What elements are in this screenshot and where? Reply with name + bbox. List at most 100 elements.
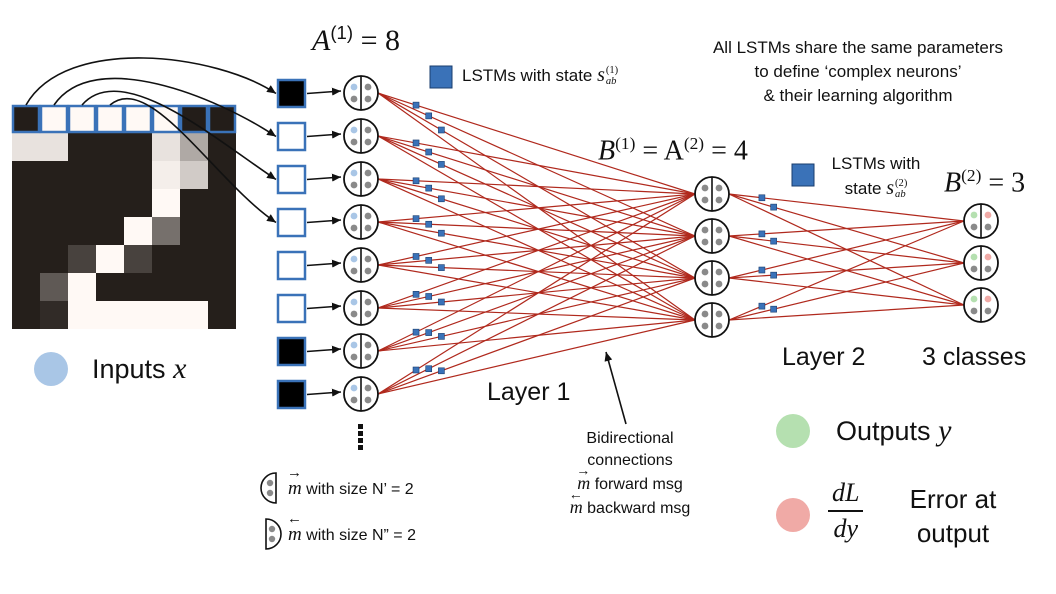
lstm-square-l1: [412, 253, 420, 260]
input-cell: [276, 293, 307, 324]
half-neuron-dot: [266, 489, 274, 497]
neuron-state-dot: [984, 223, 992, 231]
neuron-state-dot: [350, 341, 358, 349]
neuron-state-dot: [715, 196, 723, 204]
inputs-legend-dot: [34, 352, 68, 386]
image-pixel: [12, 161, 40, 189]
lstm-square-l2: [758, 266, 766, 274]
image-pixel: [124, 189, 152, 217]
image-pixel: [68, 133, 96, 161]
inputs-legend-label: Inputs x: [92, 352, 187, 385]
image-pixel: [12, 217, 40, 245]
image-pixel: [96, 105, 124, 133]
edge-l1-l2: [377, 319, 696, 395]
image-pixel: [208, 105, 236, 133]
neuron-state-dot: [350, 224, 358, 232]
image-pixel: [152, 161, 180, 189]
neuron-state-dot: [350, 126, 358, 134]
output-neuron: [963, 245, 999, 281]
highlight-pixel-box: [95, 104, 125, 134]
image-pixel: [40, 105, 68, 133]
layer1-label: Layer 1: [487, 378, 571, 406]
neuron-state-dot: [715, 184, 723, 192]
lstm-square-l1: [425, 184, 433, 192]
neuron-state-dot: [701, 310, 709, 318]
neuron-state-dot: [701, 280, 709, 288]
neuron-state-dot: [350, 181, 358, 189]
network-edges: [377, 92, 965, 395]
input-cell: [276, 250, 307, 281]
neuron-state-dot: [701, 238, 709, 246]
edge-l1-l2: [377, 193, 696, 352]
image-pixel: [124, 161, 152, 189]
pixel-to-input-arrows: [25, 57, 277, 224]
shared-params-note: All LSTMs share the same parameters to d…: [712, 38, 1004, 105]
neuron-state-dot: [350, 298, 358, 306]
outputs-legend-dot: [776, 414, 810, 448]
lstm-square-l1: [412, 177, 420, 185]
lstm-square-l1: [425, 257, 433, 264]
lstm-square-l1: [425, 365, 433, 373]
neuron-state-dot: [364, 169, 372, 177]
forward-half-neuron: [260, 472, 277, 504]
image-pixel: [96, 245, 124, 273]
lstm-square-l1: [425, 220, 433, 228]
pixel-arrow: [25, 57, 277, 106]
image-pixel: [180, 189, 208, 217]
input-image-grid: [11, 104, 237, 329]
input-cell: [276, 336, 307, 367]
image-pixel: [12, 273, 40, 301]
neuron-state-dot: [364, 138, 372, 146]
neuron-state-dot: [364, 95, 372, 103]
neuron-state-dot: [984, 253, 992, 261]
half-neuron-dot: [268, 535, 276, 543]
error-legend-dot: [776, 498, 810, 532]
edge-l1-l2: [377, 193, 696, 309]
image-pixel: [40, 217, 68, 245]
image-pixel: [96, 189, 124, 217]
neuron-state-dot: [364, 341, 372, 349]
lstm-square-l1: [425, 112, 433, 120]
neuron-state-dot: [350, 95, 358, 103]
image-pixel: [12, 189, 40, 217]
neuron-state-dot: [350, 138, 358, 146]
image-pixel: [152, 273, 180, 301]
neuron-state-dot: [970, 223, 978, 231]
lstm-square-l1: [438, 126, 445, 134]
highlight-pixel-box: [67, 104, 97, 134]
connections-pointer-arrow: [604, 351, 627, 425]
lstm-square-l1: [438, 229, 445, 237]
neuron-state-dot: [364, 83, 372, 91]
layer1-neuron: [343, 75, 379, 111]
b2-label: B(2) = 3: [944, 166, 1026, 199]
neuron-state-dot: [715, 226, 723, 234]
image-pixel: [68, 161, 96, 189]
a1-label: A(1) = 8: [312, 22, 400, 57]
image-pixel: [208, 217, 236, 245]
outputs-legend-label: Outputs y: [836, 414, 952, 447]
layer1-neuron: [343, 376, 379, 412]
neuron-state-dot: [984, 211, 992, 219]
highlight-pixel-box: [179, 104, 209, 134]
lstm1-note: LSTMs with state s(1)ab: [462, 64, 619, 87]
image-pixel: [152, 217, 180, 245]
lstm-square-l1: [412, 139, 420, 147]
neuron-state-dot: [715, 310, 723, 318]
neuron-state-dot: [364, 384, 372, 392]
image-pixel: [96, 217, 124, 245]
half-neuron-dot: [268, 525, 276, 533]
input-cell: [276, 164, 307, 195]
neuron-state-dot: [364, 396, 372, 404]
lstm-square-l1: [438, 264, 445, 271]
lstm-square-l1: [412, 291, 420, 298]
lstm-square-l1: [412, 366, 420, 374]
image-pixel: [96, 301, 124, 329]
input-cell: [276, 207, 307, 238]
lstm-square-l1: [438, 367, 445, 375]
lstm-square-l1: [425, 148, 433, 156]
neuron-state-dot: [350, 353, 358, 361]
image-pixel: [208, 189, 236, 217]
pixel-arrow: [81, 90, 277, 181]
image-pixel: [208, 245, 236, 273]
lstm1-legend-square: [429, 65, 453, 89]
